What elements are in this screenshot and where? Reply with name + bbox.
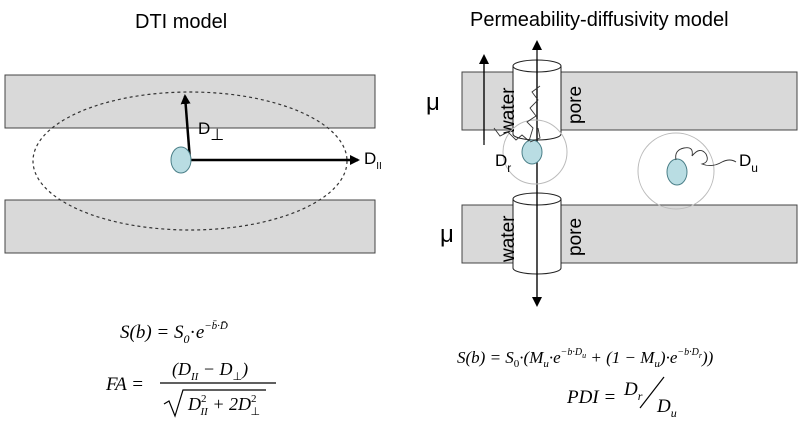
unrestricted-diffusion-circle [637, 132, 715, 210]
pore-label-top: pore [565, 86, 586, 124]
restricted-diffusion-circle [502, 119, 568, 185]
restricted-diffusion-path [493, 85, 541, 143]
dti-signal-formula: S(b) = S0·e−b̄·D̄ [120, 320, 228, 346]
pd-model-title: Permeability-diffusivity model [470, 9, 729, 31]
unrestricted-water-molecule [666, 158, 688, 186]
restricted-water-molecule [521, 139, 543, 165]
pdi-slash [639, 376, 665, 409]
mu-label-top: μ [426, 89, 440, 116]
lower-membrane [4, 199, 376, 254]
pdi-numerator: Dr [623, 379, 643, 403]
pdi-formula: PDI = Dr Du [566, 376, 677, 420]
water-molecule [170, 146, 192, 174]
fa-numerator: (DII − D⊥) [172, 359, 248, 383]
d-parallel-label: DII [364, 149, 382, 172]
pore-label-bottom: pore [565, 218, 586, 256]
unrestricted-diffusion-path [675, 147, 737, 167]
mu-label-bottom: μ [440, 221, 454, 248]
permeability-diffusivity-panel: Permeability-diffusivity model μ μ water… [426, 9, 798, 420]
fa-sqrt-sign [163, 389, 266, 418]
d-r-label: Dr [495, 151, 511, 175]
fa-lhs: FA = [105, 374, 144, 395]
water-label-bottom: water [498, 215, 519, 263]
d-perp-arrow [180, 94, 192, 161]
dti-model-panel: DTI model D⊥ DII S(b) = S0·e−b̄·D̄ FA = … [4, 11, 382, 418]
upper-membrane [4, 74, 376, 129]
pd-signal-formula: S(b) = S0·(Mu·e−b·Du + (1 − Mu)·e−b·Dr)) [457, 347, 714, 370]
d-perp-label: D⊥ [198, 119, 224, 144]
pdi-denominator: Du [656, 396, 677, 420]
d-u-label: Du [739, 151, 758, 175]
dti-model-title: DTI model [135, 11, 227, 33]
water-label-top: water [498, 87, 519, 135]
pdi-lhs: PDI = [566, 387, 616, 408]
